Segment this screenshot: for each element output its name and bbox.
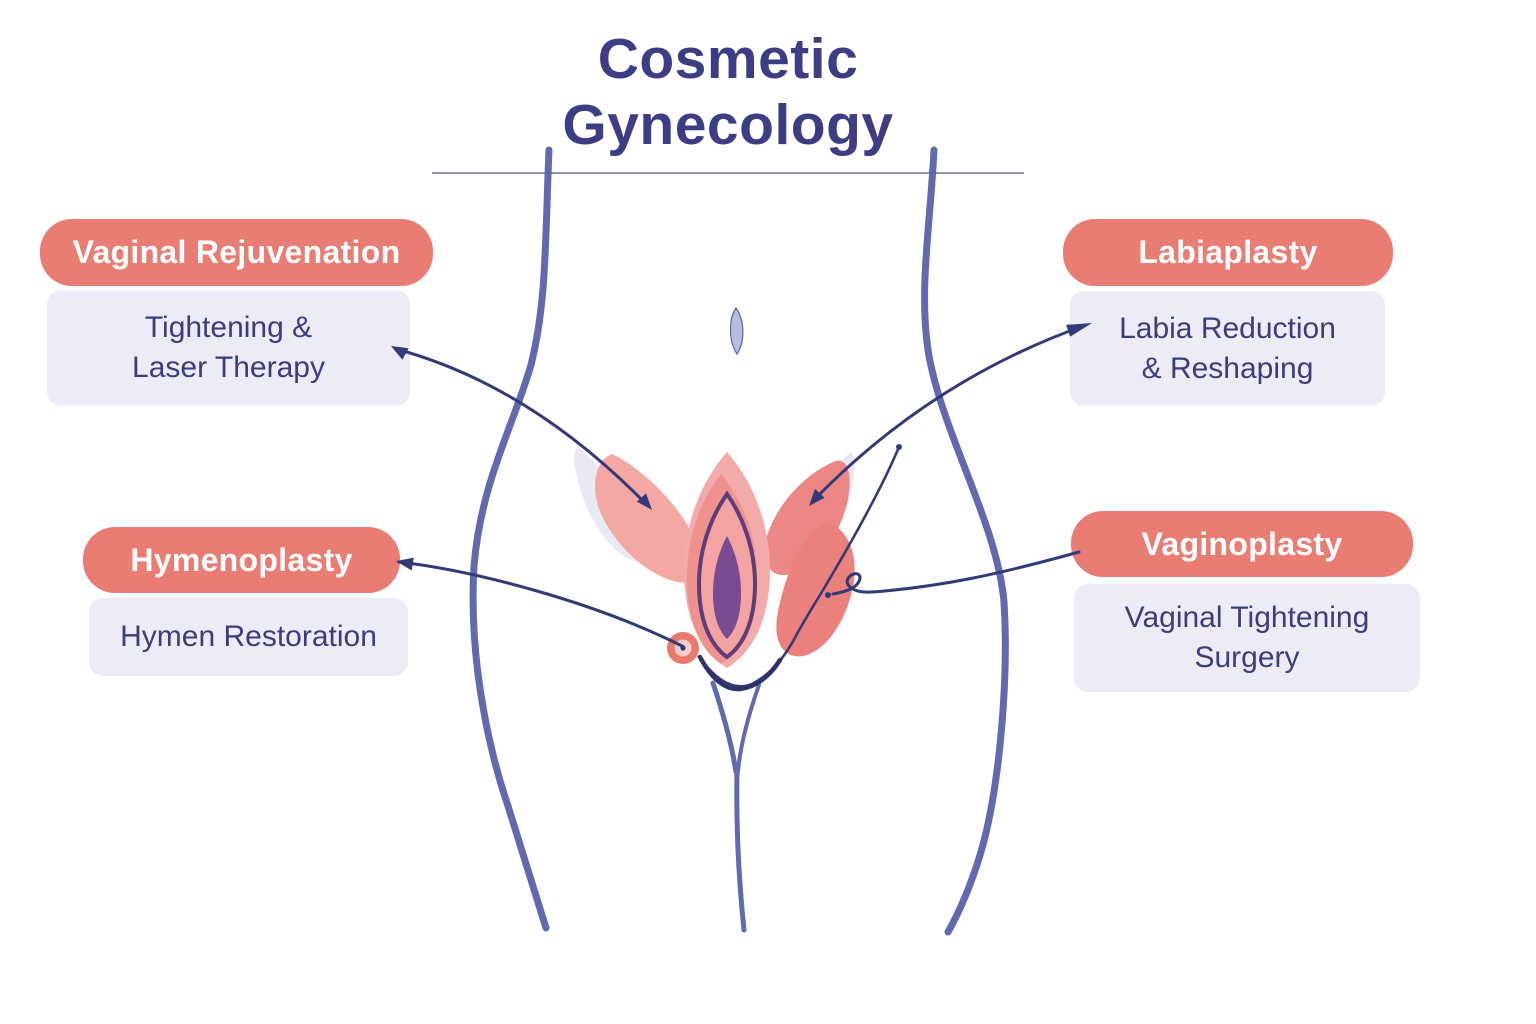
vulva-illustration xyxy=(684,452,770,668)
body-outline-left xyxy=(469,146,553,932)
label-labiaplasty: Labiaplasty xyxy=(1063,219,1393,286)
note-labiaplasty: Labia Reduction & Reshaping xyxy=(1070,291,1385,406)
note-hymenoplasty: Hymen Restoration xyxy=(89,598,408,676)
gray-petals xyxy=(574,446,855,563)
navel-icon xyxy=(729,306,744,356)
body-outline-right xyxy=(921,146,1009,936)
arrow-hymenoplasty xyxy=(397,560,684,648)
labia-petal-left xyxy=(595,454,702,583)
labia-petal-right xyxy=(764,460,850,576)
label-vaginoplasty: Vaginoplasty xyxy=(1071,511,1413,577)
donut-marker xyxy=(667,632,699,664)
body-outline xyxy=(469,146,1009,936)
connector-arrows xyxy=(394,323,1088,648)
labia-blob-lower-right xyxy=(776,522,855,657)
arrow-vaginal-rejuvenation xyxy=(394,347,650,508)
inner-thigh-right xyxy=(736,683,761,774)
label-vaginal-rejuvenation: Vaginal Rejuvenation xyxy=(40,219,433,286)
note-vaginoplasty: Vaginal Tightening Surgery xyxy=(1074,584,1420,692)
page-title: Cosmetic Gynecology xyxy=(432,26,1024,174)
arrowheads xyxy=(391,323,1092,598)
perineum-contour xyxy=(697,444,902,692)
arrow-labiaplasty xyxy=(810,323,1088,504)
inner-thigh-left xyxy=(710,680,739,775)
note-vaginal-rejuvenation: Tightening & Laser Therapy xyxy=(47,290,410,406)
label-hymenoplasty: Hymenoplasty xyxy=(83,527,400,593)
arrow-vaginoplasty xyxy=(831,550,1081,596)
inner-thigh-tail xyxy=(734,769,747,933)
